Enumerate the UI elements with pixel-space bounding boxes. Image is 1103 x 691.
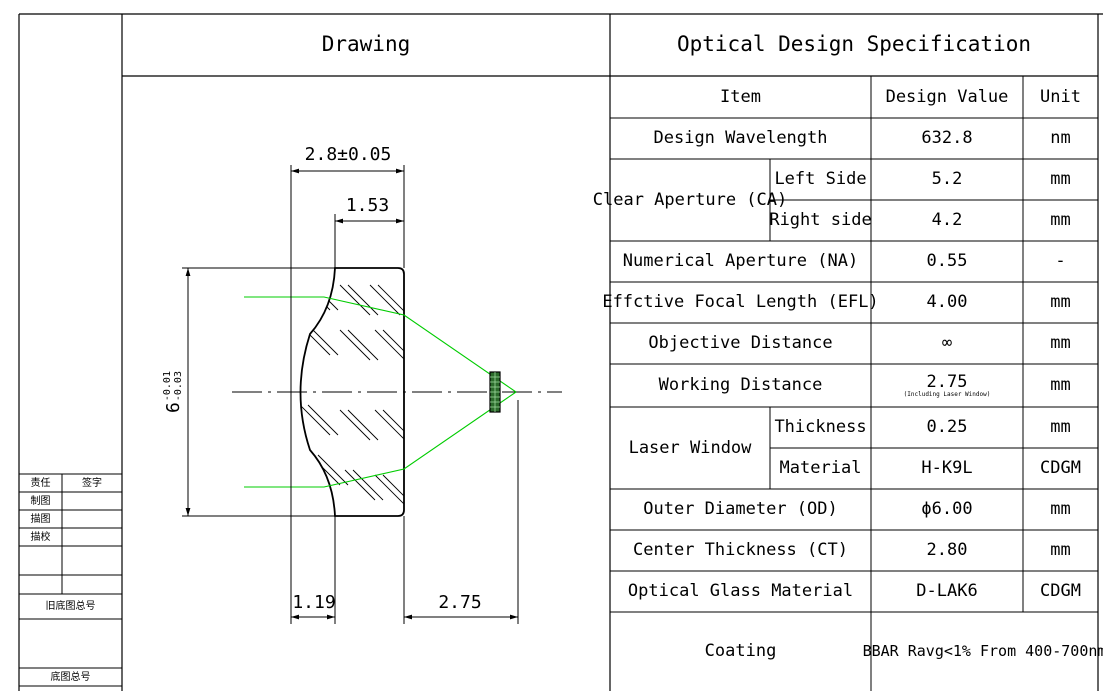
ct-unit: mm (1050, 540, 1071, 561)
lw-material-label: Material (779, 458, 862, 479)
lw-material-unit: CDGM (1040, 458, 1081, 479)
efl-value: 4.00 (926, 292, 968, 313)
ca-right-unit: mm (1050, 210, 1071, 231)
dim-diameter-lower-tol: -0.03 (173, 371, 184, 402)
frame (18, 13, 1103, 691)
dim-thickness: 2.8±0.05 (304, 144, 392, 166)
glass-unit: CDGM (1040, 581, 1081, 602)
ca-left-label: Left Side (774, 169, 867, 190)
ca-right-label: Right side (769, 210, 872, 231)
coating-value: BBAR Ravg<1% From 400-700nm (862, 642, 1103, 661)
working-unit: mm (1050, 375, 1071, 396)
lw-material-value: H-K9L (921, 458, 973, 479)
working-note: (Including Laser Window) (903, 390, 991, 398)
col-unit: Unit (1040, 86, 1081, 107)
lw-thickness-unit: mm (1050, 417, 1071, 438)
tb-tracing: 描图 (30, 513, 51, 525)
dim-edge: 1.19 (292, 592, 336, 614)
wavelength-value: 632.8 (921, 128, 973, 149)
coating-label: Coating (704, 641, 777, 662)
tb-drafting: 制图 (30, 495, 51, 507)
light-rays (244, 296, 517, 488)
dim-diameter-upper-tol: -0.01 (162, 371, 173, 402)
spec-grid (610, 76, 1098, 691)
dimension-lines (182, 165, 519, 624)
drawing-header: Drawing (321, 32, 411, 57)
efl-label: Effctive Focal Length (EFL) (602, 292, 879, 313)
od-value: ϕ6.00 (921, 499, 973, 520)
tb-base-number: 底图总号 (50, 671, 91, 683)
tb-signature: 签字 (82, 477, 102, 489)
objective-unit: mm (1050, 333, 1071, 354)
dim-diameter-value: 6 (162, 402, 184, 413)
na-label: Numerical Aperture (NA) (622, 251, 859, 272)
col-value: Design Value (885, 86, 1009, 107)
working-value-cell: 2.75 (Including Laser Window) (871, 364, 1023, 407)
lw-thickness-label: Thickness (774, 417, 867, 438)
tb-responsibility: 责任 (30, 477, 51, 489)
efl-unit: mm (1050, 292, 1071, 313)
glass-label: Optical Glass Material (627, 581, 854, 602)
wavelength-label: Design Wavelength (653, 128, 828, 149)
od-label: Outer Diameter (OD) (643, 499, 838, 520)
glass-value: D-LAK6 (916, 581, 978, 602)
working-value: 2.75 (926, 372, 968, 393)
objective-label: Objective Distance (648, 333, 833, 354)
ct-label: Center Thickness (CT) (633, 540, 848, 561)
clear-aperture-label: Clear Aperture (CA) (592, 189, 788, 210)
dim-diameter: 6 -0.01 -0.03 (153, 367, 193, 417)
working-label: Working Distance (658, 375, 823, 396)
dim-working-distance: 2.75 (438, 592, 482, 614)
laser-window-label: Laser Window (628, 437, 752, 458)
na-value: 0.55 (926, 251, 968, 272)
ca-left-value: 5.2 (931, 169, 963, 190)
col-item: Item (720, 86, 761, 107)
ca-left-unit: mm (1050, 169, 1071, 190)
laser-window (489, 371, 501, 413)
lens (299, 267, 405, 517)
objective-value: ∞ (941, 333, 953, 354)
tb-old-base-number: 旧底图总号 (45, 601, 96, 612)
title-block-grid (19, 473, 122, 687)
ca-right-value: 4.2 (931, 210, 963, 231)
dim-flat: 1.53 (345, 195, 390, 217)
lw-thickness-value: 0.25 (926, 417, 968, 438)
na-unit: - (1055, 251, 1066, 272)
ct-value: 2.80 (926, 540, 968, 561)
spec-header: Optical Design Specification (676, 32, 1031, 57)
tb-trace-check: 描校 (30, 531, 51, 543)
wavelength-unit: nm (1050, 128, 1071, 149)
od-unit: mm (1050, 499, 1071, 520)
